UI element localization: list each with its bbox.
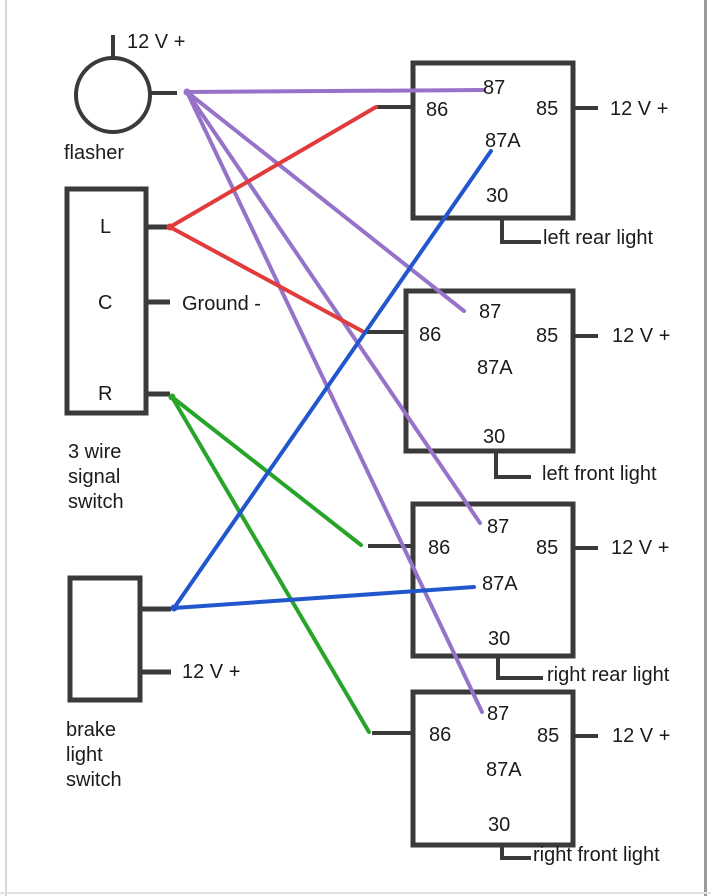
relay-2-power-label: 12 V + — [612, 325, 671, 347]
relay-3-pin-87a-label: 87A — [482, 573, 518, 595]
relay-4-pin-86-label: 86 — [429, 724, 452, 746]
wire-purple-3 — [185, 90, 482, 525]
relay-4-power-label: 12 V + — [612, 725, 671, 747]
purple-junction-dot — [183, 88, 191, 96]
relay-4-light-label: right front light — [533, 844, 660, 866]
relay-2-pin-86-label: 86 — [419, 324, 442, 346]
brake-switch-box — [67, 575, 143, 703]
wire-blue-1 — [172, 149, 493, 610]
relay-4-pin-85-label: 85 — [537, 725, 560, 747]
brake-switch-caption-line-1: brake — [66, 719, 117, 741]
page-bottom-border — [0, 892, 711, 894]
wire-red-1 — [168, 105, 378, 229]
relay-1-pin30-elbow — [500, 218, 541, 244]
page-left-border — [5, 0, 7, 896]
relay-2-pin-85-label: 85 — [536, 325, 559, 347]
relay-3-pin-85-label: 85 — [536, 537, 559, 559]
wire-purple-1 — [185, 88, 485, 94]
relay-1-pin-87-label: 87 — [483, 77, 506, 99]
wire-purple-4 — [185, 90, 484, 714]
relay-1-pin-87a-label: 87A — [485, 130, 521, 152]
brake-power-label: 12 V + — [182, 661, 241, 683]
relay-2-pin-30-label: 30 — [483, 426, 506, 448]
green-junction-dot — [168, 393, 176, 401]
terminal-c-label: C — [98, 292, 113, 314]
relay-1-pin-30-label: 30 — [486, 185, 509, 207]
wire-purple-2 — [185, 90, 466, 313]
relay-1-light-label: left rear light — [543, 227, 654, 249]
flasher-caption: flasher — [64, 142, 125, 164]
relay-3-light-label: right rear light — [547, 664, 670, 686]
relay-1-power-label: 12 V + — [610, 98, 669, 120]
wire-green-2 — [170, 395, 371, 734]
red-junction-dot — [166, 223, 174, 231]
terminal-l-label: L — [100, 216, 112, 238]
relay-1-pin-85-label: 85 — [536, 98, 559, 120]
signal-switch-caption-line-1: 3 wire — [68, 441, 122, 463]
signal-switch-caption-line-2: signal — [68, 466, 121, 488]
relay-2-pin30-elbow — [494, 451, 531, 479]
relay-3-pin-86-label: 86 — [428, 537, 451, 559]
brake-switch-caption-line-3: switch — [66, 769, 122, 791]
terminal-r-label: R — [98, 383, 113, 405]
relay-1-box — [410, 60, 576, 221]
wire-blue-2 — [172, 585, 476, 610]
relay-3-box — [410, 501, 576, 659]
relay-3-pin-30-label: 30 — [488, 628, 511, 650]
relay-2-box — [403, 288, 576, 454]
relay-3-power-label: 12 V + — [611, 537, 670, 559]
brake-switch-caption-line-2: light — [66, 744, 103, 766]
relay-4-pin-87a-label: 87A — [486, 759, 522, 781]
ground-label: Ground - — [182, 293, 261, 315]
blue-junction-dot — [170, 604, 178, 612]
relay-2-light-label: left front light — [542, 463, 657, 485]
relay-4-box — [410, 689, 576, 848]
relay-3-pin30-elbow — [496, 656, 543, 680]
flasher-power-label: 12 V + — [127, 31, 186, 53]
wire-red-2 — [168, 225, 364, 333]
flasher-symbol — [74, 56, 152, 134]
relay-1-pin-86-label: 86 — [426, 99, 449, 121]
relay-3-pin-87-label: 87 — [487, 516, 510, 538]
relay-2-pin-87a-label: 87A — [477, 357, 513, 379]
relay-2-pin-87-label: 87 — [479, 301, 502, 323]
relay-4-pin30-elbow — [500, 845, 531, 860]
relay-4-pin-87-label: 87 — [487, 703, 510, 725]
page-right-border — [704, 0, 707, 896]
relay-4-pin-30-label: 30 — [488, 814, 511, 836]
wire-green-1 — [170, 395, 363, 547]
signal-switch-caption-line-3: switch — [68, 491, 124, 513]
